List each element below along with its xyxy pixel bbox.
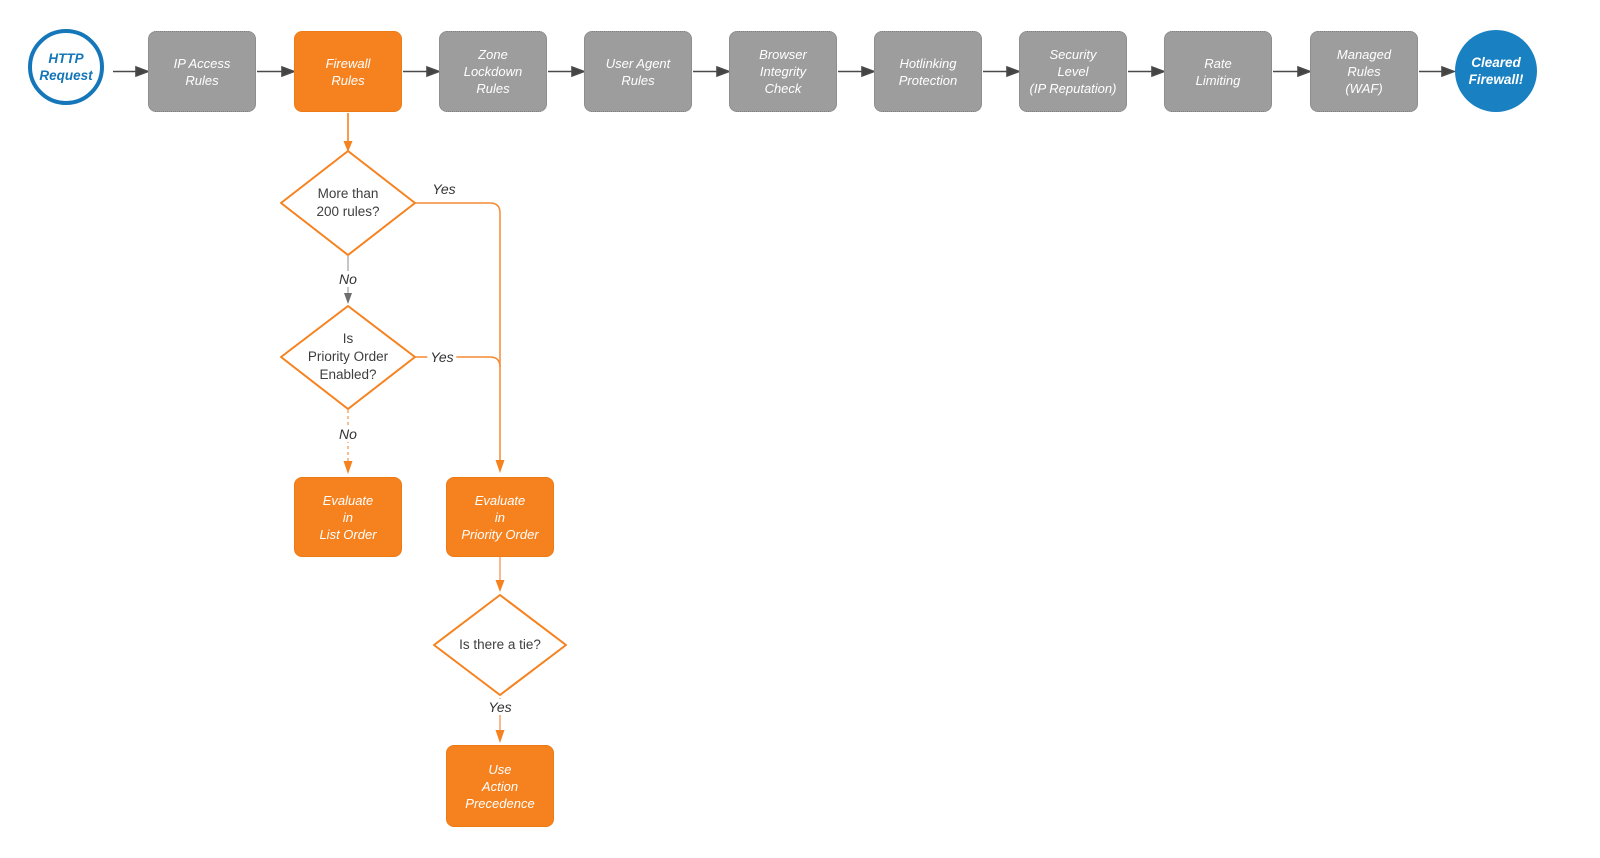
node-use-action-precedence: Use Action Precedence [446, 745, 554, 827]
node-evaluate-list-order: Evaluate in List Order [294, 477, 402, 557]
edge-label-decision2-no: No [336, 426, 360, 442]
node-evaluate-priority-order-label: Evaluate in Priority Order [461, 492, 539, 542]
node-managed-rules-waf-label: Managed Rules (WAF) [1336, 47, 1392, 96]
node-cleared-firewall: Cleared Firewall! [1455, 30, 1537, 112]
node-zone-lockdown-rules-label: Zone Lockdown Rules [463, 47, 523, 96]
node-browser-integrity-check: Browser Integrity Check [729, 31, 837, 112]
node-ip-access-rules-label: IP Access Rules [173, 55, 231, 88]
node-rate-limiting-label: Rate Limiting [1195, 55, 1241, 88]
node-user-agent-rules-label: User Agent Rules [605, 55, 671, 88]
node-hotlinking-protection-label: Hotlinking Protection [898, 55, 958, 88]
edge-label-decision1-no: No [336, 271, 360, 287]
node-cleared-firewall-label: Cleared Firewall! [1468, 55, 1524, 87]
decision-is-tie-label: Is there a tie? [459, 637, 541, 652]
node-firewall-rules: Firewall Rules [294, 31, 402, 112]
node-managed-rules-waf: Managed Rules (WAF) [1310, 31, 1418, 112]
node-firewall-rules-label: Firewall Rules [325, 55, 371, 88]
decision-priority-enabled-label: Is Priority Order Enabled? [307, 331, 389, 382]
node-zone-lockdown-rules: Zone Lockdown Rules [439, 31, 547, 112]
edge-label-decision3-yes: Yes [485, 699, 515, 715]
node-ip-access-rules: IP Access Rules [148, 31, 256, 112]
node-use-action-precedence-label: Use Action Precedence [465, 761, 535, 811]
node-browser-integrity-check-label: Browser Integrity Check [759, 47, 807, 96]
edge-decision2-no [343, 410, 353, 474]
edge-priority-to-decision3 [495, 557, 505, 592]
node-user-agent-rules: User Agent Rules [584, 31, 692, 112]
node-http-request: HTTP Request [28, 29, 104, 105]
edge-firewall-to-decision1 [343, 113, 353, 152]
node-evaluate-priority-order: Evaluate in Priority Order [446, 477, 554, 557]
node-rate-limiting: Rate Limiting [1164, 31, 1272, 112]
edge-label-decision2-yes: Yes [427, 349, 457, 365]
decision-more-than-200-label: More than 200 rules? [316, 186, 380, 219]
edge-label-decision1-yes: Yes [432, 181, 456, 197]
node-security-level: Security Level (IP Reputation) [1019, 31, 1127, 112]
node-http-request-label: HTTP Request [39, 51, 93, 83]
node-security-level-label: Security Level (IP Reputation) [1029, 47, 1117, 96]
node-hotlinking-protection: Hotlinking Protection [874, 31, 982, 112]
edge-decision1-yes [415, 202, 505, 473]
node-evaluate-list-order-label: Evaluate in List Order [319, 492, 377, 542]
